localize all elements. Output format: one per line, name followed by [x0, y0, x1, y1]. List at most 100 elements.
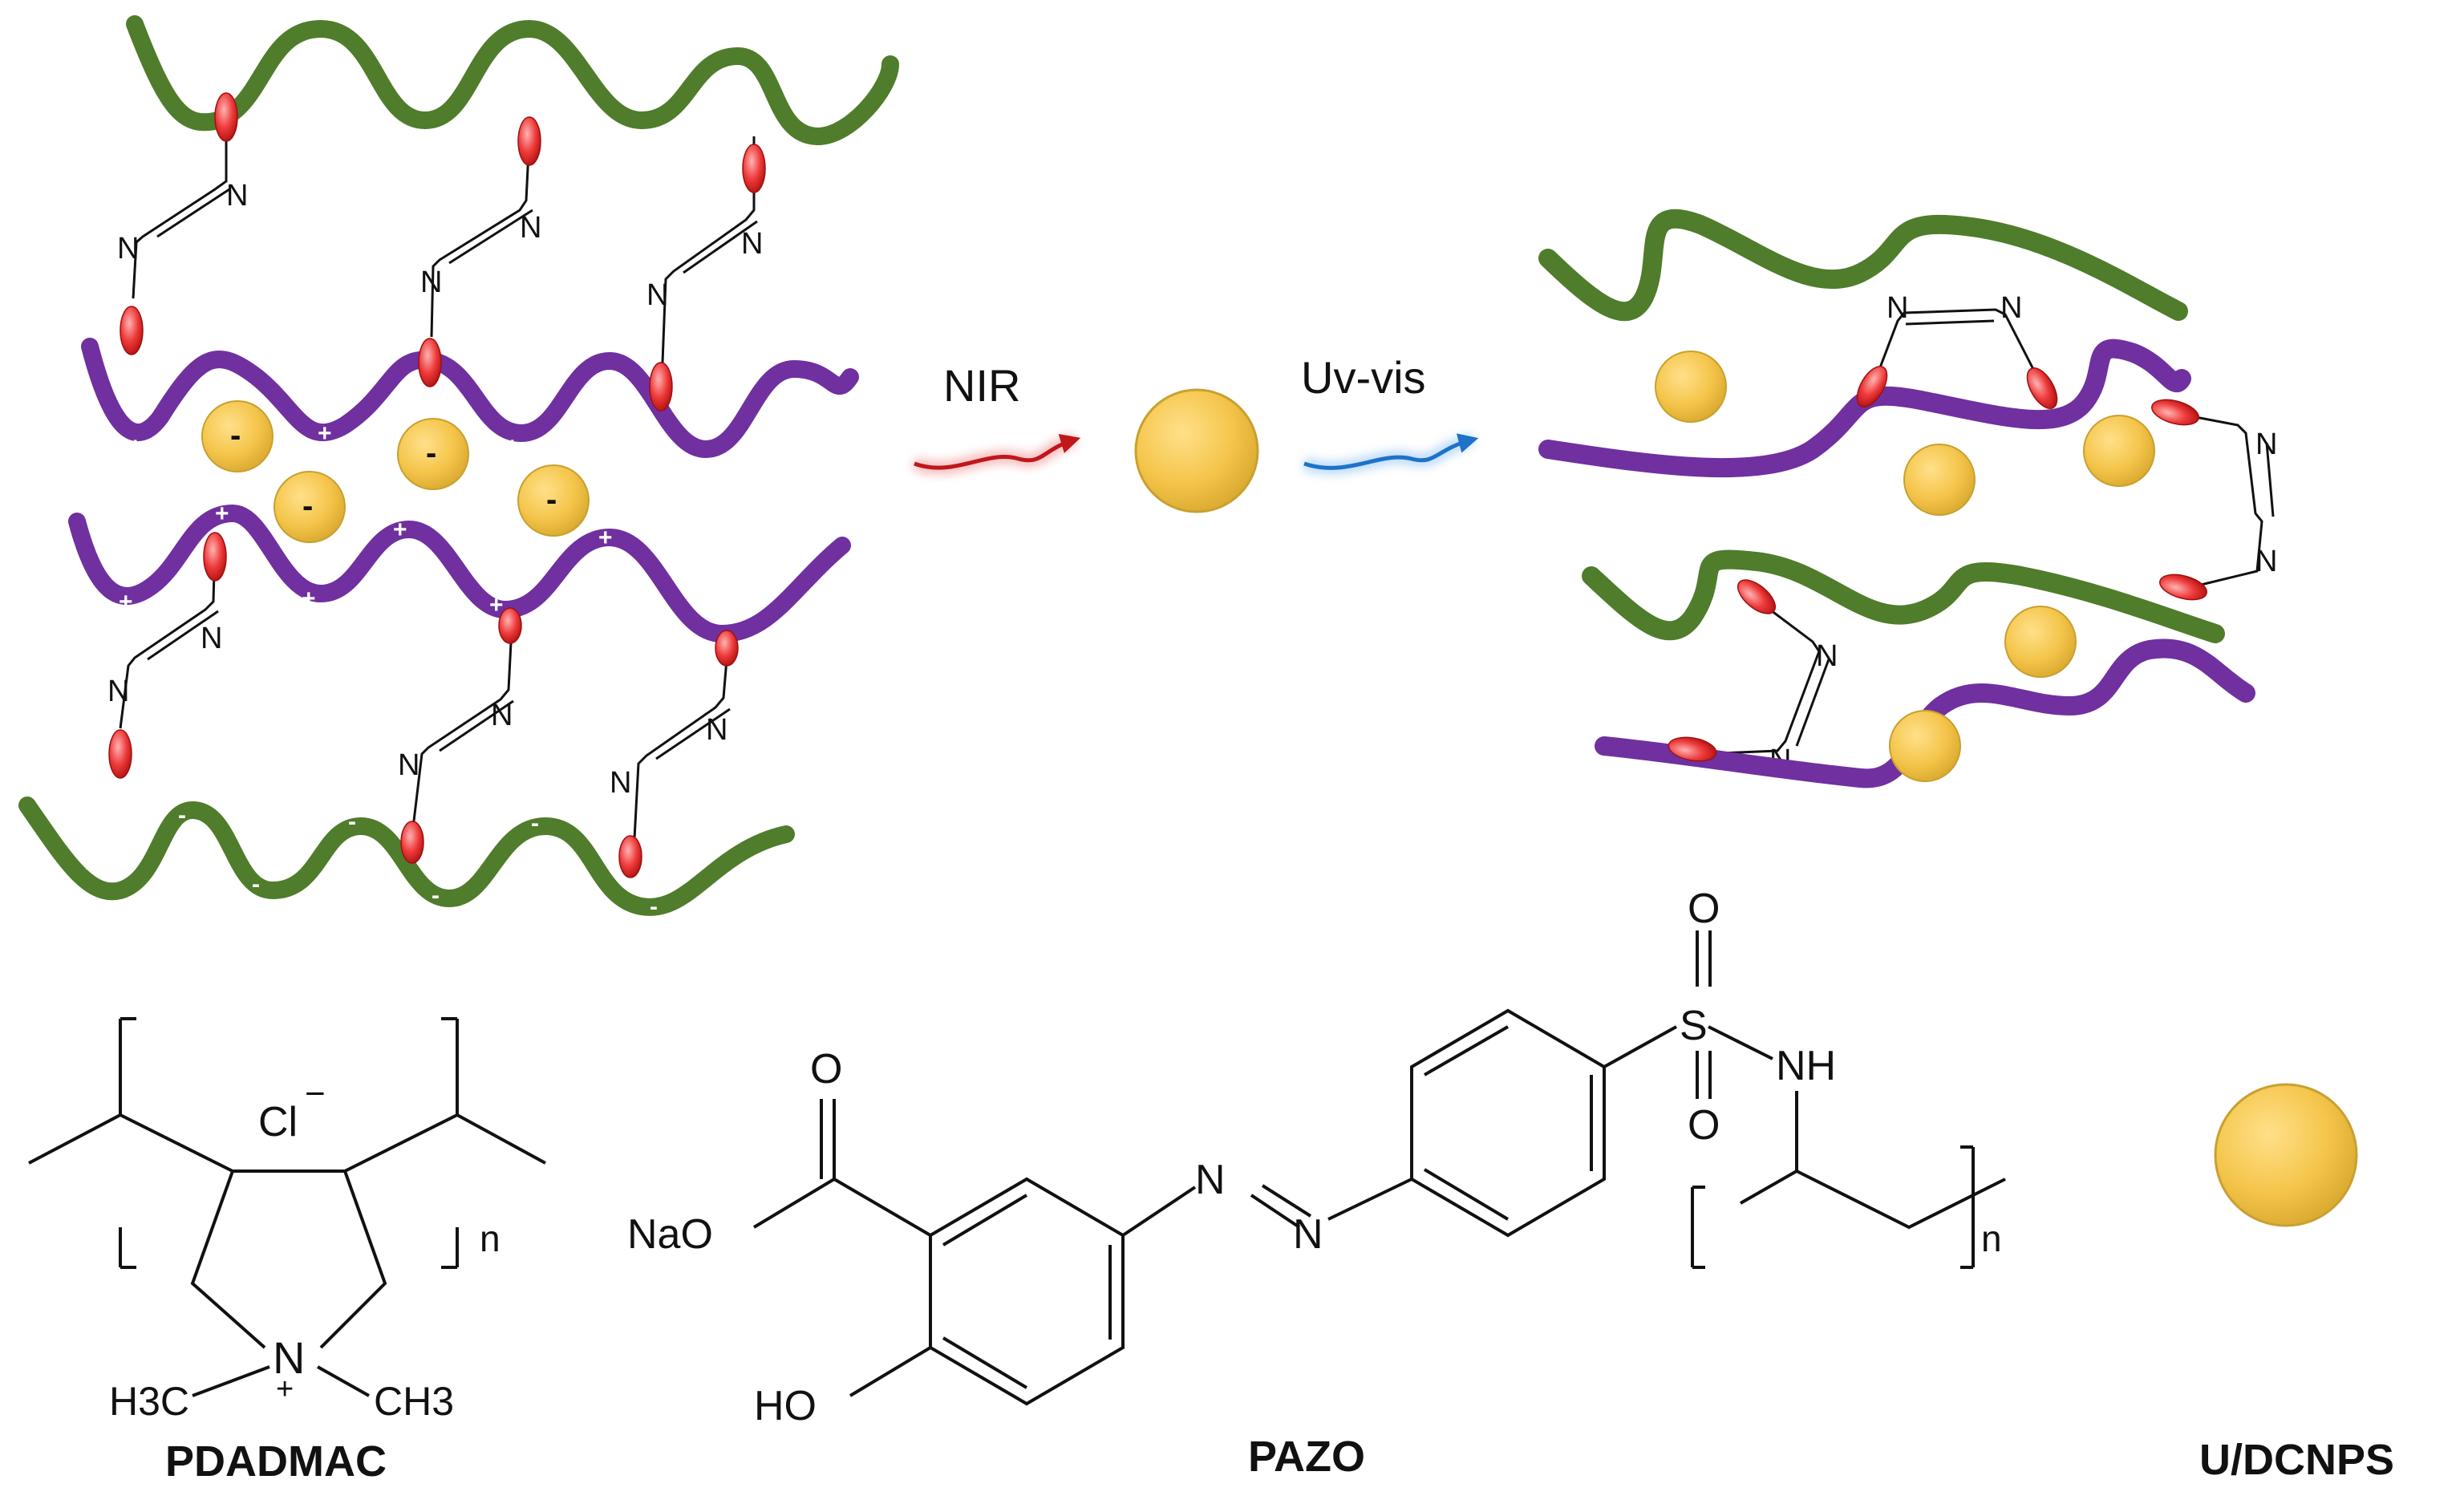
azo-marker — [715, 630, 739, 667]
azo-marker — [400, 821, 424, 864]
nanoparticles-right — [1655, 351, 2155, 782]
nanoparticle — [1889, 710, 1961, 782]
azo-n: N — [646, 278, 668, 312]
azo-n: N — [117, 232, 139, 266]
azo-marker — [2026, 367, 2058, 409]
azo-marker — [742, 144, 766, 193]
uvvis-stimulus: Uv-vis — [1301, 352, 1479, 475]
uvvis-label: Uv-vis — [1301, 352, 1426, 403]
pazo-sulfonyl-o-bottom: O — [1688, 1102, 1720, 1149]
cationic-chain-right-1 — [1538, 338, 2191, 478]
nanoparticle — [2004, 606, 2077, 678]
plus-charge: + — [302, 586, 316, 612]
azo-markers-right — [1668, 366, 2207, 762]
cationic-chain-right-2 — [1595, 638, 2255, 788]
plus-charge: + — [318, 420, 332, 447]
minus-charge: - — [273, 16, 281, 43]
plus-charge: + — [393, 517, 407, 543]
pdadmac-labels: Cl − N + H3C CH3 n PDADMAC — [109, 1074, 500, 1486]
pdadmac-name: PDADMAC — [165, 1437, 387, 1486]
azo-n: N — [2000, 291, 2022, 325]
pdadmac-counterion-charge: − — [305, 1074, 326, 1113]
plus-charge: + — [714, 452, 728, 479]
pazo-azo-n2: N — [1293, 1211, 1323, 1258]
azo-marker — [2159, 574, 2207, 601]
pdadmac-nitrogen-charge: + — [276, 1372, 294, 1406]
minus-charge: - — [432, 882, 440, 909]
minus-charge: - — [348, 809, 356, 835]
np-minus: - — [426, 436, 436, 471]
nanoparticle — [1655, 351, 1727, 423]
plus-charge: + — [505, 433, 520, 460]
azo-markers-left — [108, 92, 766, 878]
pazo-nao: NaO — [627, 1211, 713, 1258]
pazo-azo-n1: N — [1195, 1157, 1226, 1203]
plus-charge: + — [598, 525, 613, 551]
pazo-labels: O NaO HO N N S O O NH n PAZO — [627, 886, 2002, 1481]
pdadmac-counterion: Cl — [258, 1099, 298, 1145]
cationic-chain-2 — [81, 338, 859, 459]
linker-n-labels-left: N N N N N N N N N N N N — [107, 179, 763, 800]
anionic-chain-top — [126, 15, 899, 146]
plus-charge: + — [489, 592, 504, 618]
nanoparticle — [517, 464, 590, 537]
azo-marker — [1668, 736, 1717, 762]
nir-label: NIR — [943, 360, 1020, 411]
minus-charge: - — [451, 32, 459, 59]
nir-arrow — [914, 434, 1081, 470]
azo-n: N — [491, 699, 513, 732]
azo-n: N — [107, 675, 129, 708]
minus-charge: - — [178, 802, 186, 829]
chain-charges: - - - - - - + + + + + + + + + + + - - - … — [85, 16, 760, 920]
azo-marker — [498, 607, 522, 644]
minus-charge: - — [252, 871, 260, 898]
azo-n: N — [201, 622, 222, 655]
azo-marker — [1856, 366, 1888, 407]
pazo-sulfur: S — [1680, 1003, 1708, 1049]
pazo-nh: NH — [1776, 1043, 1836, 1089]
center-nanoparticle — [1134, 388, 1259, 513]
minus-charge: - — [531, 810, 539, 837]
nanoparticle — [2083, 415, 2155, 487]
azo-marker — [517, 116, 541, 166]
pazo-carbonyl-o: O — [810, 1046, 842, 1092]
azo-n: N — [520, 211, 541, 245]
nanoparticle — [1903, 444, 1976, 516]
pazo-ho: HO — [754, 1383, 817, 1429]
minus-charge: - — [85, 853, 93, 880]
azo-n: N — [2255, 428, 2277, 461]
plus-charge: + — [233, 332, 247, 359]
minus-charge: - — [358, 98, 366, 124]
plus-charge: + — [215, 501, 229, 527]
minus-charge: - — [542, 104, 550, 131]
azo-marker — [649, 362, 673, 411]
pdadmac-structure — [28, 1017, 546, 1397]
azo-n: N — [741, 227, 763, 261]
azo-marker — [1737, 579, 1777, 614]
np-minus: - — [546, 482, 557, 517]
nanoparticles-left: - - - - — [201, 400, 590, 543]
pazo-sulfonyl-o-top: O — [1688, 886, 1720, 932]
pazo-repeat-n: n — [1981, 1218, 2002, 1259]
azo-linkers-right — [1700, 308, 2275, 756]
nanoparticle — [397, 418, 469, 490]
nanoparticle-name: U/DCNPS — [2199, 1436, 2394, 1484]
azo-marker — [2151, 399, 2199, 426]
np-minus: - — [302, 488, 313, 524]
nanoparticle-legend: U/DCNPS — [2199, 1083, 2394, 1484]
azo-n: N — [226, 179, 248, 213]
azo-marker — [214, 92, 238, 142]
np-minus: - — [230, 418, 241, 453]
azo-marker — [120, 306, 144, 355]
pdadmac-repeat-n: n — [480, 1218, 500, 1259]
azo-marker — [618, 835, 642, 878]
disordered-assembly: N N N N N N — [1538, 209, 2277, 788]
azo-n: N — [1816, 639, 1838, 673]
uvvis-arrow — [1303, 433, 1479, 470]
legend-nanoparticle — [2214, 1083, 2358, 1227]
cationic-chain-3 — [68, 504, 851, 643]
nanoparticle — [201, 400, 274, 472]
azo-n: N — [398, 748, 419, 782]
layered-assembly: N N N N N N N N N N N N - - - - - - + + — [18, 15, 899, 920]
nir-stimulus: NIR — [912, 360, 1081, 475]
